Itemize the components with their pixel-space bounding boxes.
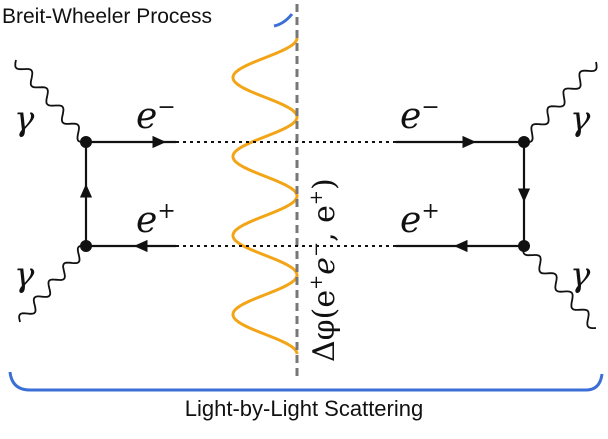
phase-label-sup2: − (306, 242, 327, 257)
phase-label-main: Δφ(e (307, 290, 342, 362)
phase-label-mid: e (307, 257, 342, 275)
photon-line-top-right (523, 61, 598, 144)
phase-difference-label: Δφ(e+e−, e+) (306, 178, 342, 362)
vertex-top-right (518, 136, 530, 148)
top-brace-fragment (273, 13, 294, 28)
phase-label-tail: , e (307, 205, 342, 242)
positron-label-right-sign: + (421, 199, 439, 224)
electron-label-left-sign: − (157, 95, 175, 120)
bottom-brace (8, 371, 604, 392)
electron-label-right-symbol: e (400, 96, 421, 137)
phase-label-close: ) (307, 178, 342, 190)
electron-label-right: e− (400, 95, 440, 137)
laser-wave (231, 37, 299, 355)
positron-label-right-symbol: e (400, 200, 421, 241)
positron-label-right: e+ (400, 199, 440, 241)
positron-label-left-sign: + (157, 199, 175, 224)
phase-label-sup1: + (306, 275, 327, 290)
positron-label-left-symbol: e (136, 200, 157, 241)
electron-label-right-sign: − (421, 95, 439, 120)
photon-line-bottom-right (522, 245, 597, 329)
electron-label-left-symbol: e (136, 96, 157, 137)
electron-label-left: e− (136, 95, 176, 137)
vertex-bottom-left (80, 240, 92, 252)
positron-label-left: e+ (136, 199, 176, 241)
phase-label-sup3: + (306, 190, 327, 205)
photon-line-bottom-left (18, 244, 87, 323)
photon-label-top-right: γ (570, 99, 591, 139)
bottom-caption: Light-by-Light Scattering (184, 396, 424, 421)
photon-label-top-left: γ (14, 99, 35, 139)
photon-line-top-left (14, 59, 87, 143)
vertex-bottom-right (518, 240, 530, 252)
svg-text:Δφ(e+e−, e+): Δφ(e+e−, e+) (306, 178, 342, 362)
vertex-top-left (80, 136, 92, 148)
photon-label-bottom-left: γ (14, 255, 35, 295)
photon-label-bottom-right: γ (570, 255, 591, 295)
diagram-title: Breit-Wheeler Process (2, 5, 213, 28)
